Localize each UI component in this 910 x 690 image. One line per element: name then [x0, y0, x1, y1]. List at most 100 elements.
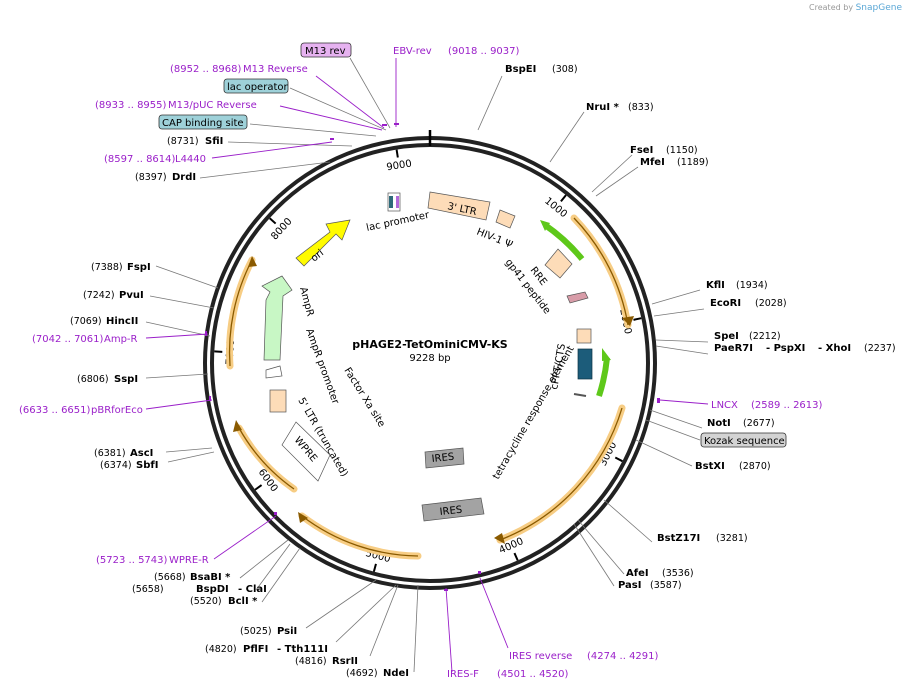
site-name: FseI — [630, 145, 653, 156]
orf-arc-4-line — [238, 427, 295, 490]
snapgene-credit: Created by SnapGene — [809, 3, 902, 13]
site-name: PvuI — [119, 290, 144, 301]
m13-mark — [396, 196, 399, 208]
site-name: HincII — [106, 316, 138, 327]
ori-shape — [295, 219, 351, 267]
orf-arc-3-line — [301, 515, 419, 557]
tre-mark — [573, 393, 587, 397]
primer-name: IRES reverse — [509, 651, 572, 662]
kozak-leader — [645, 419, 701, 441]
primer-name: WPRE-R — [169, 555, 209, 566]
green-arc-2 — [596, 357, 610, 397]
site-pos: (2237) — [864, 343, 896, 354]
boxed-label: CAP binding site — [162, 118, 244, 129]
primer-marks — [205, 123, 660, 591]
feature-label: IRES — [439, 505, 463, 518]
boxed-label: M13 rev — [305, 46, 346, 57]
feature-label: AmpR promoter — [303, 327, 341, 406]
ltr3-shape — [427, 191, 491, 221]
boxed-label: lac operator — [227, 82, 288, 93]
site-name: MfeI — [640, 157, 665, 168]
site-pos: (6374) — [100, 460, 132, 471]
site-pos: (833) — [628, 102, 654, 113]
site-pos: (7069) — [70, 316, 102, 327]
site-name: PaeR7I — [714, 343, 753, 354]
site-name: SfiI — [205, 136, 223, 147]
orf-arcs — [226, 214, 634, 560]
primer-name: LNCX — [711, 400, 738, 411]
primer-name: Amp-R — [104, 334, 138, 345]
green-arrow-2 — [602, 348, 611, 361]
site-name: RsrII — [332, 656, 358, 667]
site-pos: (2677) — [743, 418, 775, 429]
cppt-shape — [576, 328, 592, 344]
orf-arrow-4 — [233, 420, 242, 432]
wpre-shape — [281, 421, 331, 482]
site-pos: (5658) — [132, 584, 164, 595]
primer-lines — [145, 58, 709, 673]
scale-tick — [513, 552, 519, 561]
feature-label: gp41 peptide — [503, 257, 553, 316]
site-name: KflI — [706, 280, 725, 291]
site-name: BstXI — [695, 461, 725, 472]
ampr-shape — [261, 275, 293, 361]
primer-name: M13 Reverse — [243, 64, 308, 75]
site-name: PasI — [618, 580, 641, 591]
site-pos: (5025) — [240, 626, 272, 637]
ampr-promoter-shape — [265, 365, 283, 379]
leader-lines — [145, 57, 709, 673]
primer-pos: (5723 .. 5743) — [96, 555, 168, 566]
site-name: BspEI — [505, 64, 536, 75]
rre-shape — [544, 248, 573, 279]
site-name: SpeI — [714, 331, 739, 342]
site-name: SbfI — [136, 460, 158, 471]
hiv-psi-shape — [495, 209, 516, 229]
site-name: AfeI — [626, 568, 649, 579]
site-pos: (8397) — [135, 172, 167, 183]
boxed-label: Kozak sequence — [704, 436, 785, 447]
site-name: BsaBI * — [190, 572, 231, 583]
site-name: - XhoI — [818, 343, 851, 354]
site-name: SspI — [114, 374, 138, 385]
lac-operator-mark — [389, 196, 393, 208]
kozak-box — [700, 432, 787, 448]
site-pos: (5668) — [154, 572, 186, 583]
site-pos: (3536) — [662, 568, 694, 579]
site-pos: (1189) — [677, 157, 709, 168]
site-pos: (3587) — [650, 580, 682, 591]
inner-features — [261, 191, 593, 522]
primer-pos: (4501 .. 4520) — [497, 669, 569, 680]
primer-pos: (2589 .. 2613) — [751, 400, 823, 411]
tre-shape — [577, 348, 593, 380]
site-pos: (5520) — [190, 596, 222, 607]
site-pos: (6381) — [94, 448, 126, 459]
scale-tick — [254, 484, 263, 491]
scale-tick — [372, 563, 377, 572]
primer-pos: (8952 .. 8968) — [170, 64, 242, 75]
primer-pos: (4274 .. 4291) — [587, 651, 659, 662]
feature-label: HIV-1 Ψ — [475, 227, 514, 251]
primer-pos: (6633 .. 6651) — [19, 405, 91, 416]
site-pos: (2212) — [749, 331, 781, 342]
site-pos: (2028) — [755, 298, 787, 309]
green-arcs — [540, 220, 611, 397]
site-pos: (4820) — [205, 644, 237, 655]
scale-tick-label: 1000 — [542, 196, 569, 221]
orf-arrow-2 — [494, 533, 505, 544]
site-pos: (308) — [552, 64, 578, 75]
primer-name: L4440 — [175, 154, 206, 165]
site-name: BstZ17I — [657, 533, 700, 544]
green-arc-1 — [543, 222, 585, 261]
site-name: AscI — [130, 448, 153, 459]
site-name: NruI * — [586, 102, 620, 113]
site-name: PsiI — [277, 626, 297, 637]
site-pos: (1934) — [736, 280, 768, 291]
site-pos: (1150) — [666, 145, 698, 156]
primer-name: EBV-rev — [393, 46, 432, 57]
green-arrow-1 — [540, 220, 550, 231]
ires-shape-1 — [424, 447, 465, 469]
feature-label: Factor Xa site — [341, 366, 386, 430]
plasmid-name: pHAGE2-TetOminiCMV-KS — [352, 338, 508, 351]
site-name: EcoRI — [710, 298, 741, 309]
primer-labels: EBV-rev (9018 .. 9037) M13 Reverse (8952… — [19, 46, 823, 680]
